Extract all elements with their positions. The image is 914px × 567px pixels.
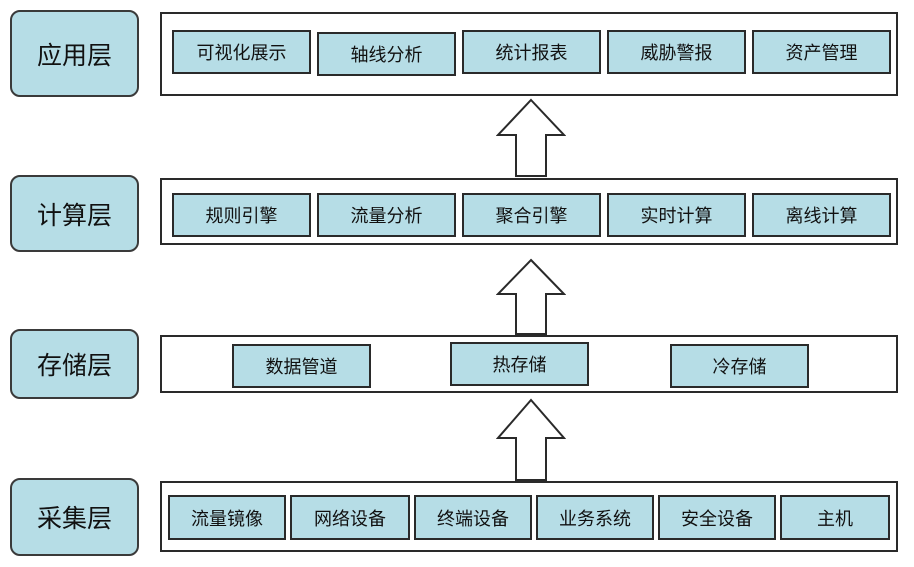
component-visualization: 可视化展示 <box>172 30 311 74</box>
layer-label-compute: 计算层 <box>10 175 139 252</box>
component-cold-storage: 冷存储 <box>670 344 809 388</box>
component-rule-engine: 规则引擎 <box>172 193 311 237</box>
component-statistics-report: 统计报表 <box>462 30 601 74</box>
component-business-system: 业务系统 <box>536 495 654 540</box>
component-offline-compute: 离线计算 <box>752 193 891 237</box>
layer-frame-storage: 数据管道 热存储 冷存储 <box>160 335 898 393</box>
layer-label-collection: 采集层 <box>10 478 139 556</box>
component-traffic-analysis: 流量分析 <box>317 193 456 237</box>
component-asset-management: 资产管理 <box>752 30 891 74</box>
component-security-device: 安全设备 <box>658 495 776 540</box>
arrow-up-icon <box>496 258 566 335</box>
arrow-up-icon <box>496 98 566 177</box>
layer-frame-compute: 规则引擎 流量分析 聚合引擎 实时计算 离线计算 <box>160 178 898 245</box>
component-data-pipeline: 数据管道 <box>232 344 371 388</box>
component-terminal-device: 终端设备 <box>414 495 532 540</box>
component-hot-storage: 热存储 <box>450 342 589 386</box>
layer-label-storage: 存储层 <box>10 329 139 399</box>
component-host: 主机 <box>780 495 890 540</box>
component-network-device: 网络设备 <box>290 495 410 540</box>
layer-label-application: 应用层 <box>10 10 139 97</box>
component-realtime-compute: 实时计算 <box>607 193 746 237</box>
layer-frame-collection: 流量镜像 网络设备 终端设备 业务系统 安全设备 主机 <box>160 481 898 552</box>
arrow-up-icon <box>496 398 566 481</box>
component-axis-analysis: 轴线分析 <box>317 32 456 76</box>
component-threat-alert: 威胁警报 <box>607 30 746 74</box>
layer-frame-application: 可视化展示 轴线分析 统计报表 威胁警报 资产管理 <box>160 12 898 96</box>
component-traffic-mirror: 流量镜像 <box>168 495 286 540</box>
component-aggregation-engine: 聚合引擎 <box>462 193 601 237</box>
